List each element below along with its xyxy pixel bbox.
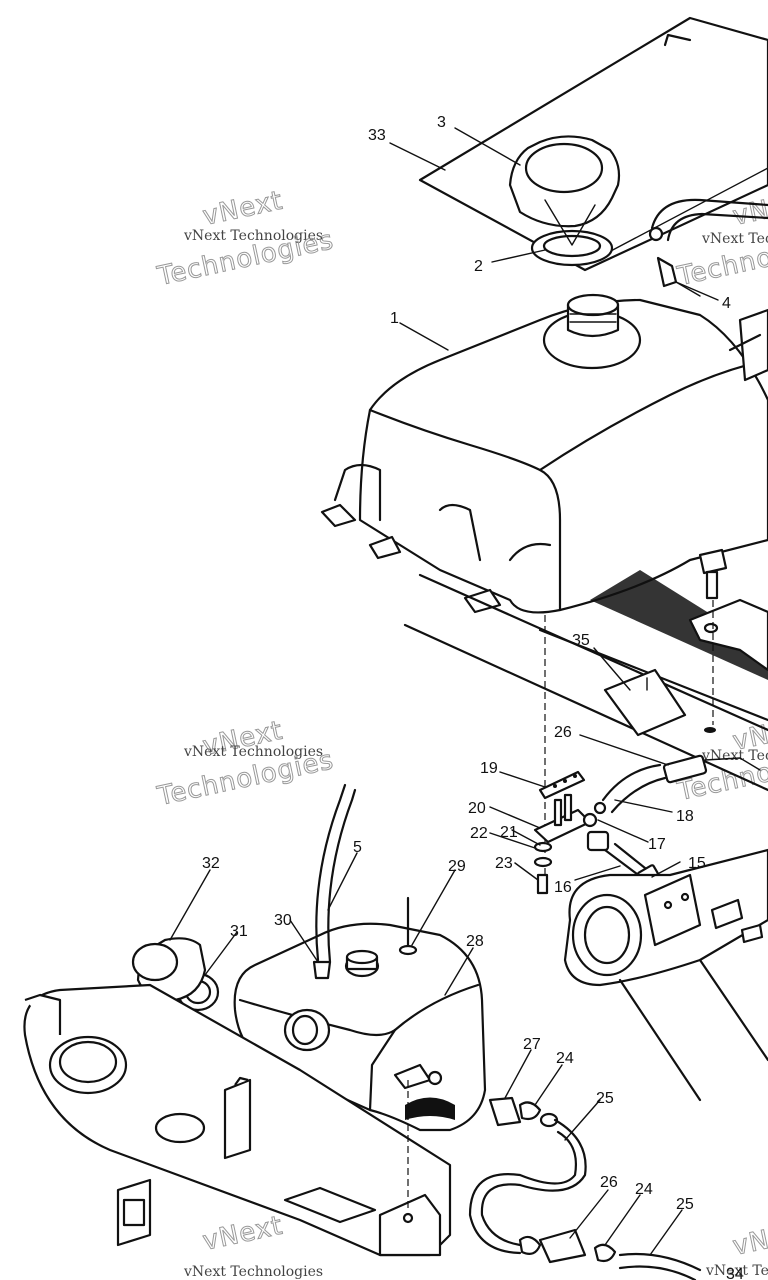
- oil-tank-28: [233, 922, 487, 1132]
- callout-3: 3: [437, 114, 446, 131]
- callout-32: 32: [202, 855, 220, 872]
- callout-labels: 33 3 2 4 1 35 26 19 18 20 17 22 21 15 23…: [202, 114, 744, 1280]
- watermark-small-4: vNext Technologies: [701, 748, 768, 764]
- callout-33: 33: [368, 127, 386, 144]
- callout-18: 18: [676, 808, 694, 825]
- callout-23: 23: [495, 855, 513, 872]
- leader-lines: [169, 127, 719, 1256]
- fuel-tank-1: [320, 293, 768, 614]
- callout-21: 21: [500, 824, 518, 841]
- callout-28: 28: [466, 933, 484, 950]
- callout-30: 30: [274, 912, 292, 929]
- callout-1: 1: [390, 310, 399, 327]
- callout-20: 20: [468, 800, 486, 817]
- callout-29: 29: [448, 858, 466, 875]
- watermark-mid-left: vNext vNext Technologies Technologies: [154, 715, 337, 812]
- callout-15: 15: [688, 855, 706, 872]
- callout-17: 17: [648, 836, 666, 853]
- fuel-cap-3: [508, 135, 621, 267]
- callout-26-top: 26: [554, 724, 572, 741]
- watermark-big-1: vNext: [200, 186, 285, 232]
- callout-19: 19: [480, 760, 498, 777]
- vent-hose-top: [648, 198, 768, 242]
- decal-35: [603, 668, 687, 737]
- watermark-big-9: vNext: [200, 1211, 285, 1257]
- callout-25-mid: 25: [596, 1090, 614, 1107]
- fuel-line-18: [601, 754, 761, 814]
- rear-frame: [23, 983, 452, 1257]
- callout-35: 35: [572, 632, 590, 649]
- callout-24-bottom: 24: [635, 1181, 653, 1198]
- dipstick-29: [398, 896, 418, 956]
- oil-cap-32: [131, 937, 220, 1012]
- watermark-small-6: vNext Technologies: [705, 1263, 768, 1279]
- watermark-small-1: vNext Technologies: [183, 228, 323, 244]
- callout-4: 4: [722, 295, 731, 312]
- vent-hose-5: [312, 783, 357, 980]
- callout-2: 2: [474, 258, 483, 275]
- callout-16: 16: [554, 879, 572, 896]
- watermark-small-3: vNext Technologies: [701, 231, 768, 247]
- callout-24-mid: 24: [556, 1050, 574, 1067]
- watermark-small-5: vNext Technologies: [183, 1264, 323, 1280]
- mount-bolt: [688, 548, 768, 733]
- callout-22: 22: [470, 825, 488, 842]
- callout-31: 31: [230, 923, 248, 940]
- watermark-small-2: vNext Technologies: [183, 744, 323, 760]
- watermark-top-left: vNext vNext Technologies Technologies: [154, 185, 337, 292]
- watermark-big-10: vNext: [730, 1216, 768, 1262]
- callout-34: 34: [726, 1266, 744, 1280]
- callout-27: 27: [523, 1036, 541, 1053]
- callout-26-bottom: 26: [600, 1174, 618, 1191]
- callout-25-bottom: 25: [676, 1196, 694, 1213]
- watermark-bottom: vNext vNext Technologies vNext vNext Tec…: [183, 1210, 768, 1280]
- petcock-assembly: [533, 770, 662, 895]
- oil-line-25: [468, 1096, 702, 1280]
- callout-5: 5: [353, 839, 362, 856]
- right-frame-tube: [563, 848, 768, 1102]
